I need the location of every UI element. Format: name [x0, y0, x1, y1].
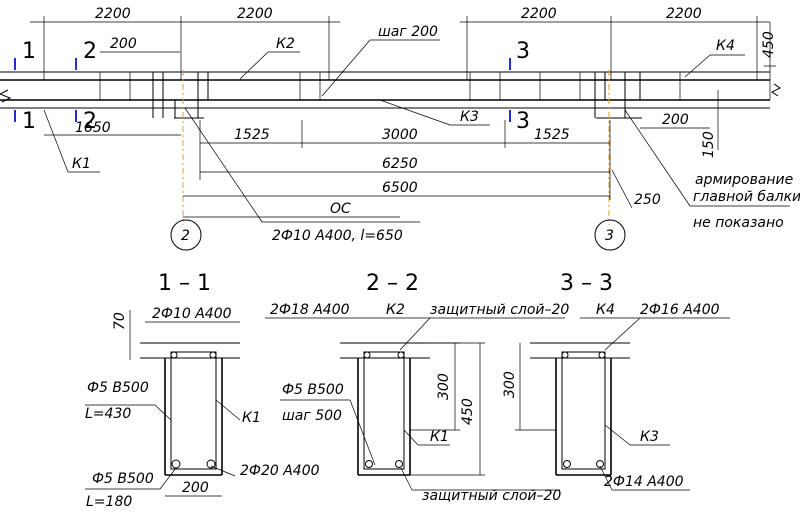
s22-cover-bottom: защитный слой–20 [422, 488, 561, 504]
section-2-2: 2 – 2 2Ф18 А400 К2 защитный слой–20 Ф5 В… [265, 271, 569, 504]
dim-3000: 3000 [382, 127, 418, 143]
section-mark-2-bottom: 2 [83, 109, 97, 134]
top-dimension-chain: 2200 2200 2200 2200 450 [30, 6, 777, 100]
section-1-1-title: 1 – 1 [158, 271, 211, 296]
dim-1650: 1650 [75, 120, 111, 136]
s11-width-200: 200 [182, 480, 209, 496]
dim-1525-left: 1525 [234, 127, 270, 143]
s22-step: шаг 500 [282, 408, 342, 424]
plan-annotations: 200 К2 шаг 200 К4 К3 К1 [43, 24, 745, 173]
s33-k4: К4 [596, 302, 615, 318]
s11-top-rebar: 2Ф10 А400 [152, 306, 232, 322]
lower-dimension-chains: 1650 1525 3000 1525 6250 6500 ОС 2Ф10 А4… [44, 90, 800, 244]
s22-dim-300: 300 [436, 373, 452, 400]
s11-tie: Ф5 В500 [92, 471, 154, 487]
s33-top-rebar: 2Ф16 А400 [640, 302, 720, 318]
section-3-3: 3 – 3 К4 2Ф16 А400 300 К3 2Ф14 А400 [502, 271, 730, 491]
section-marks: 1 1 2 2 3 3 [14, 39, 530, 134]
section-mark-2-top: 2 [83, 39, 97, 64]
s22-k1: К1 [430, 429, 449, 445]
s11-dim-70: 70 [112, 312, 128, 330]
label-oc: ОС [330, 201, 351, 217]
label-k3: К3 [460, 109, 479, 125]
dim-150: 150 [701, 131, 717, 158]
section-mark-1-top: 1 [22, 39, 36, 64]
s11-bottom-rebar: 2Ф20 А400 [240, 463, 320, 479]
dim-200-right: 200 [662, 112, 689, 128]
dim-2200-1: 2200 [95, 6, 131, 22]
label-step-200: шаг 200 [378, 24, 438, 40]
section-1-1: 1 – 1 2Ф10 А400 70 Ф5 В500 L=430 К1 Ф5 В… [85, 271, 320, 510]
note-line-1: армирование [695, 172, 793, 188]
note-line-3: не показано [693, 215, 784, 231]
section-2-2-title: 2 – 2 [366, 271, 419, 296]
section-mark-1-bottom: 1 [22, 109, 36, 134]
dim-1525-right: 1525 [534, 127, 570, 143]
dim-450: 450 [761, 31, 777, 58]
dim-200-left: 200 [110, 36, 137, 52]
dim-2200-4: 2200 [666, 6, 702, 22]
dim-6250: 6250 [382, 156, 418, 172]
s11-stirrup: Ф5 В500 [87, 380, 149, 396]
dim-6500: 6500 [382, 180, 418, 196]
dim-2200-2: 2200 [237, 6, 273, 22]
s11-tie-length: L=180 [86, 494, 132, 510]
svg-text:3: 3 [605, 228, 614, 244]
s22-top-rebar: 2Ф18 А400 [270, 302, 350, 318]
label-rebar-2f10: 2Ф10 А400, l=650 [272, 228, 403, 244]
s33-k3: К3 [640, 429, 659, 445]
s22-stirrup: Ф5 В500 [282, 382, 344, 398]
s22-k2: К2 [386, 302, 405, 318]
s33-dim-300: 300 [502, 371, 518, 398]
label-k1: К1 [72, 156, 91, 172]
s11-k1: К1 [242, 410, 261, 426]
dim-2200-3: 2200 [521, 6, 557, 22]
svg-text:2: 2 [181, 228, 190, 244]
label-k2: К2 [276, 36, 295, 52]
axis-bubble-3: 3 [594, 219, 626, 251]
s33-bottom-rebar: 2Ф14 А400 [604, 474, 684, 490]
axis-bubble-2: 2 [170, 219, 202, 251]
beam-elevation [0, 71, 781, 119]
note-line-2: главной балки [693, 189, 800, 205]
section-mark-3-top: 3 [516, 39, 530, 64]
s11-stirrup-length: L=430 [85, 406, 131, 422]
s22-dim-450: 450 [460, 398, 476, 425]
dim-250: 250 [634, 192, 661, 208]
label-k4: К4 [716, 38, 735, 54]
s22-cover-top: защитный слой–20 [430, 302, 569, 318]
section-3-3-title: 3 – 3 [560, 271, 613, 296]
section-mark-3-bottom: 3 [516, 109, 530, 134]
